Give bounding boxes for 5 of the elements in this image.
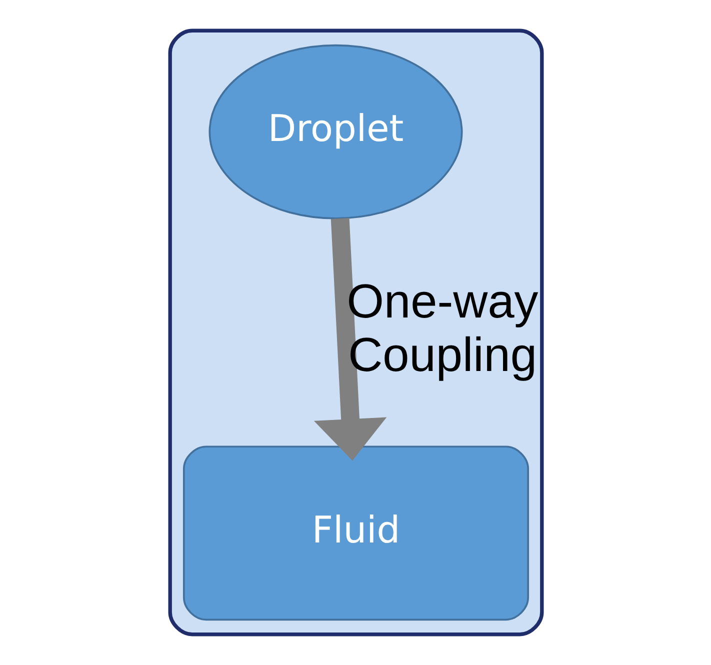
arrow xyxy=(313,218,386,461)
cluster xyxy=(168,28,544,636)
edge-label: One-way Coupling xyxy=(346,275,538,382)
node-box: Fluid xyxy=(182,446,529,621)
node-ellipse: Droplet xyxy=(208,44,462,220)
